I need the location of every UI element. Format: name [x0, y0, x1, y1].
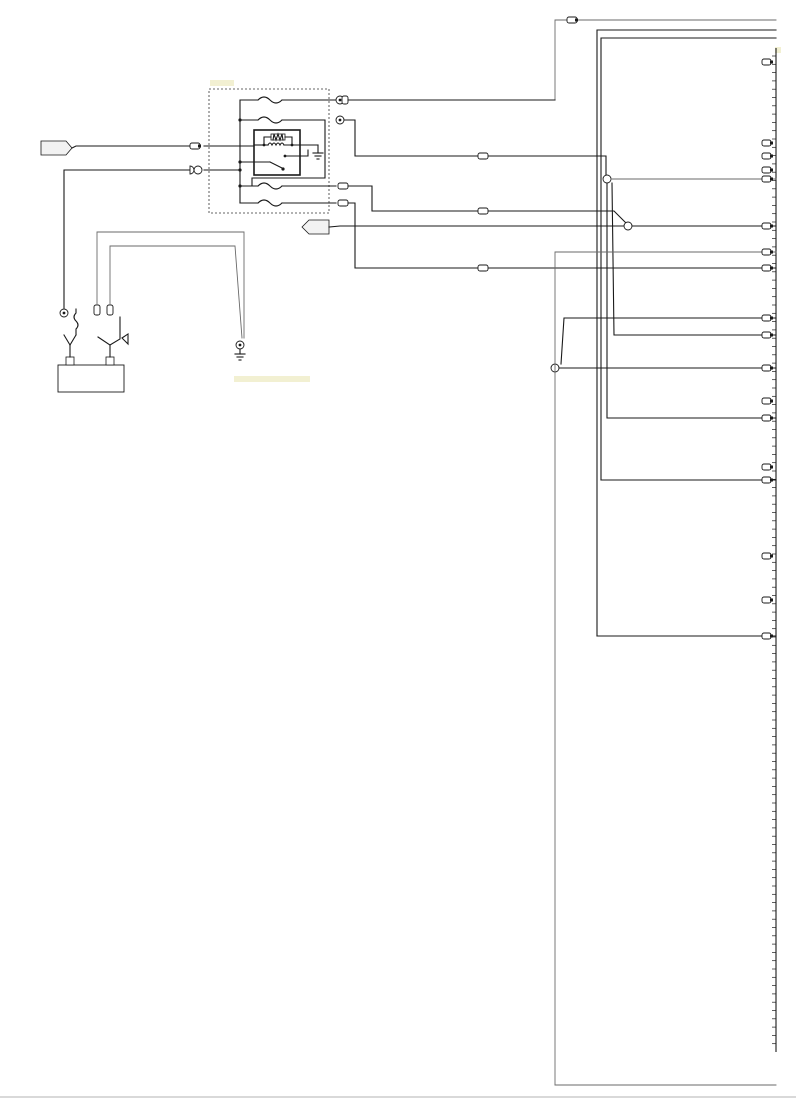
control-unit-connector-strip	[772, 48, 777, 1052]
fuses	[257, 96, 283, 207]
strip-connector	[761, 463, 773, 471]
battery-ground-wires	[96, 231, 245, 339]
strip-connector	[761, 264, 773, 272]
strip-connector	[761, 58, 773, 66]
ground-point	[234, 340, 246, 361]
fuse-1	[257, 96, 283, 104]
fuse-relay-box	[208, 88, 330, 214]
strip-feed-wires	[554, 178, 777, 1086]
fuse-3	[257, 182, 283, 190]
strip-connector	[761, 414, 773, 422]
fusible-link-icon	[73, 308, 79, 336]
strip-connector	[761, 552, 773, 560]
fuse-box-label	[210, 80, 234, 86]
relay-coil	[267, 142, 285, 147]
strip-connector	[761, 139, 773, 147]
connector-top	[566, 16, 578, 24]
top-wires	[554, 19, 777, 637]
fusebox-output-connectors	[335, 95, 349, 207]
strip-connector	[761, 476, 773, 484]
strip-connector	[761, 364, 773, 372]
fuse-box-internal-wiring	[238, 99, 337, 204]
connector-fusebox-input	[189, 142, 201, 150]
strip-connectors	[761, 58, 773, 640]
strip-connector	[761, 166, 773, 174]
battery-connectors	[59, 304, 114, 318]
strip-connector	[761, 248, 773, 256]
inline-connectors	[477, 152, 489, 272]
ground-label	[234, 376, 310, 382]
fusebox-output-wires	[343, 99, 777, 269]
relay	[253, 129, 319, 176]
strip-connector	[761, 397, 773, 405]
strip-connector	[761, 222, 773, 230]
battery-feed-wire	[63, 165, 242, 309]
control-unit-label	[775, 47, 781, 53]
strip-connector	[761, 331, 773, 339]
battery	[57, 308, 129, 393]
input-terminal-arrow	[40, 140, 255, 156]
strip-connector	[761, 596, 773, 604]
splice-points	[550, 174, 633, 373]
fuse-4	[257, 199, 283, 207]
fuse-2	[257, 116, 283, 124]
output-terminal-arrow	[301, 219, 625, 235]
relay-switch	[269, 161, 283, 169]
ground-icon	[312, 144, 324, 160]
strip-connector	[761, 314, 773, 322]
strip-connector	[761, 175, 773, 183]
strip-connector	[761, 632, 773, 640]
strip-connector	[761, 152, 773, 160]
strip-tick-marks	[772, 55, 776, 1045]
